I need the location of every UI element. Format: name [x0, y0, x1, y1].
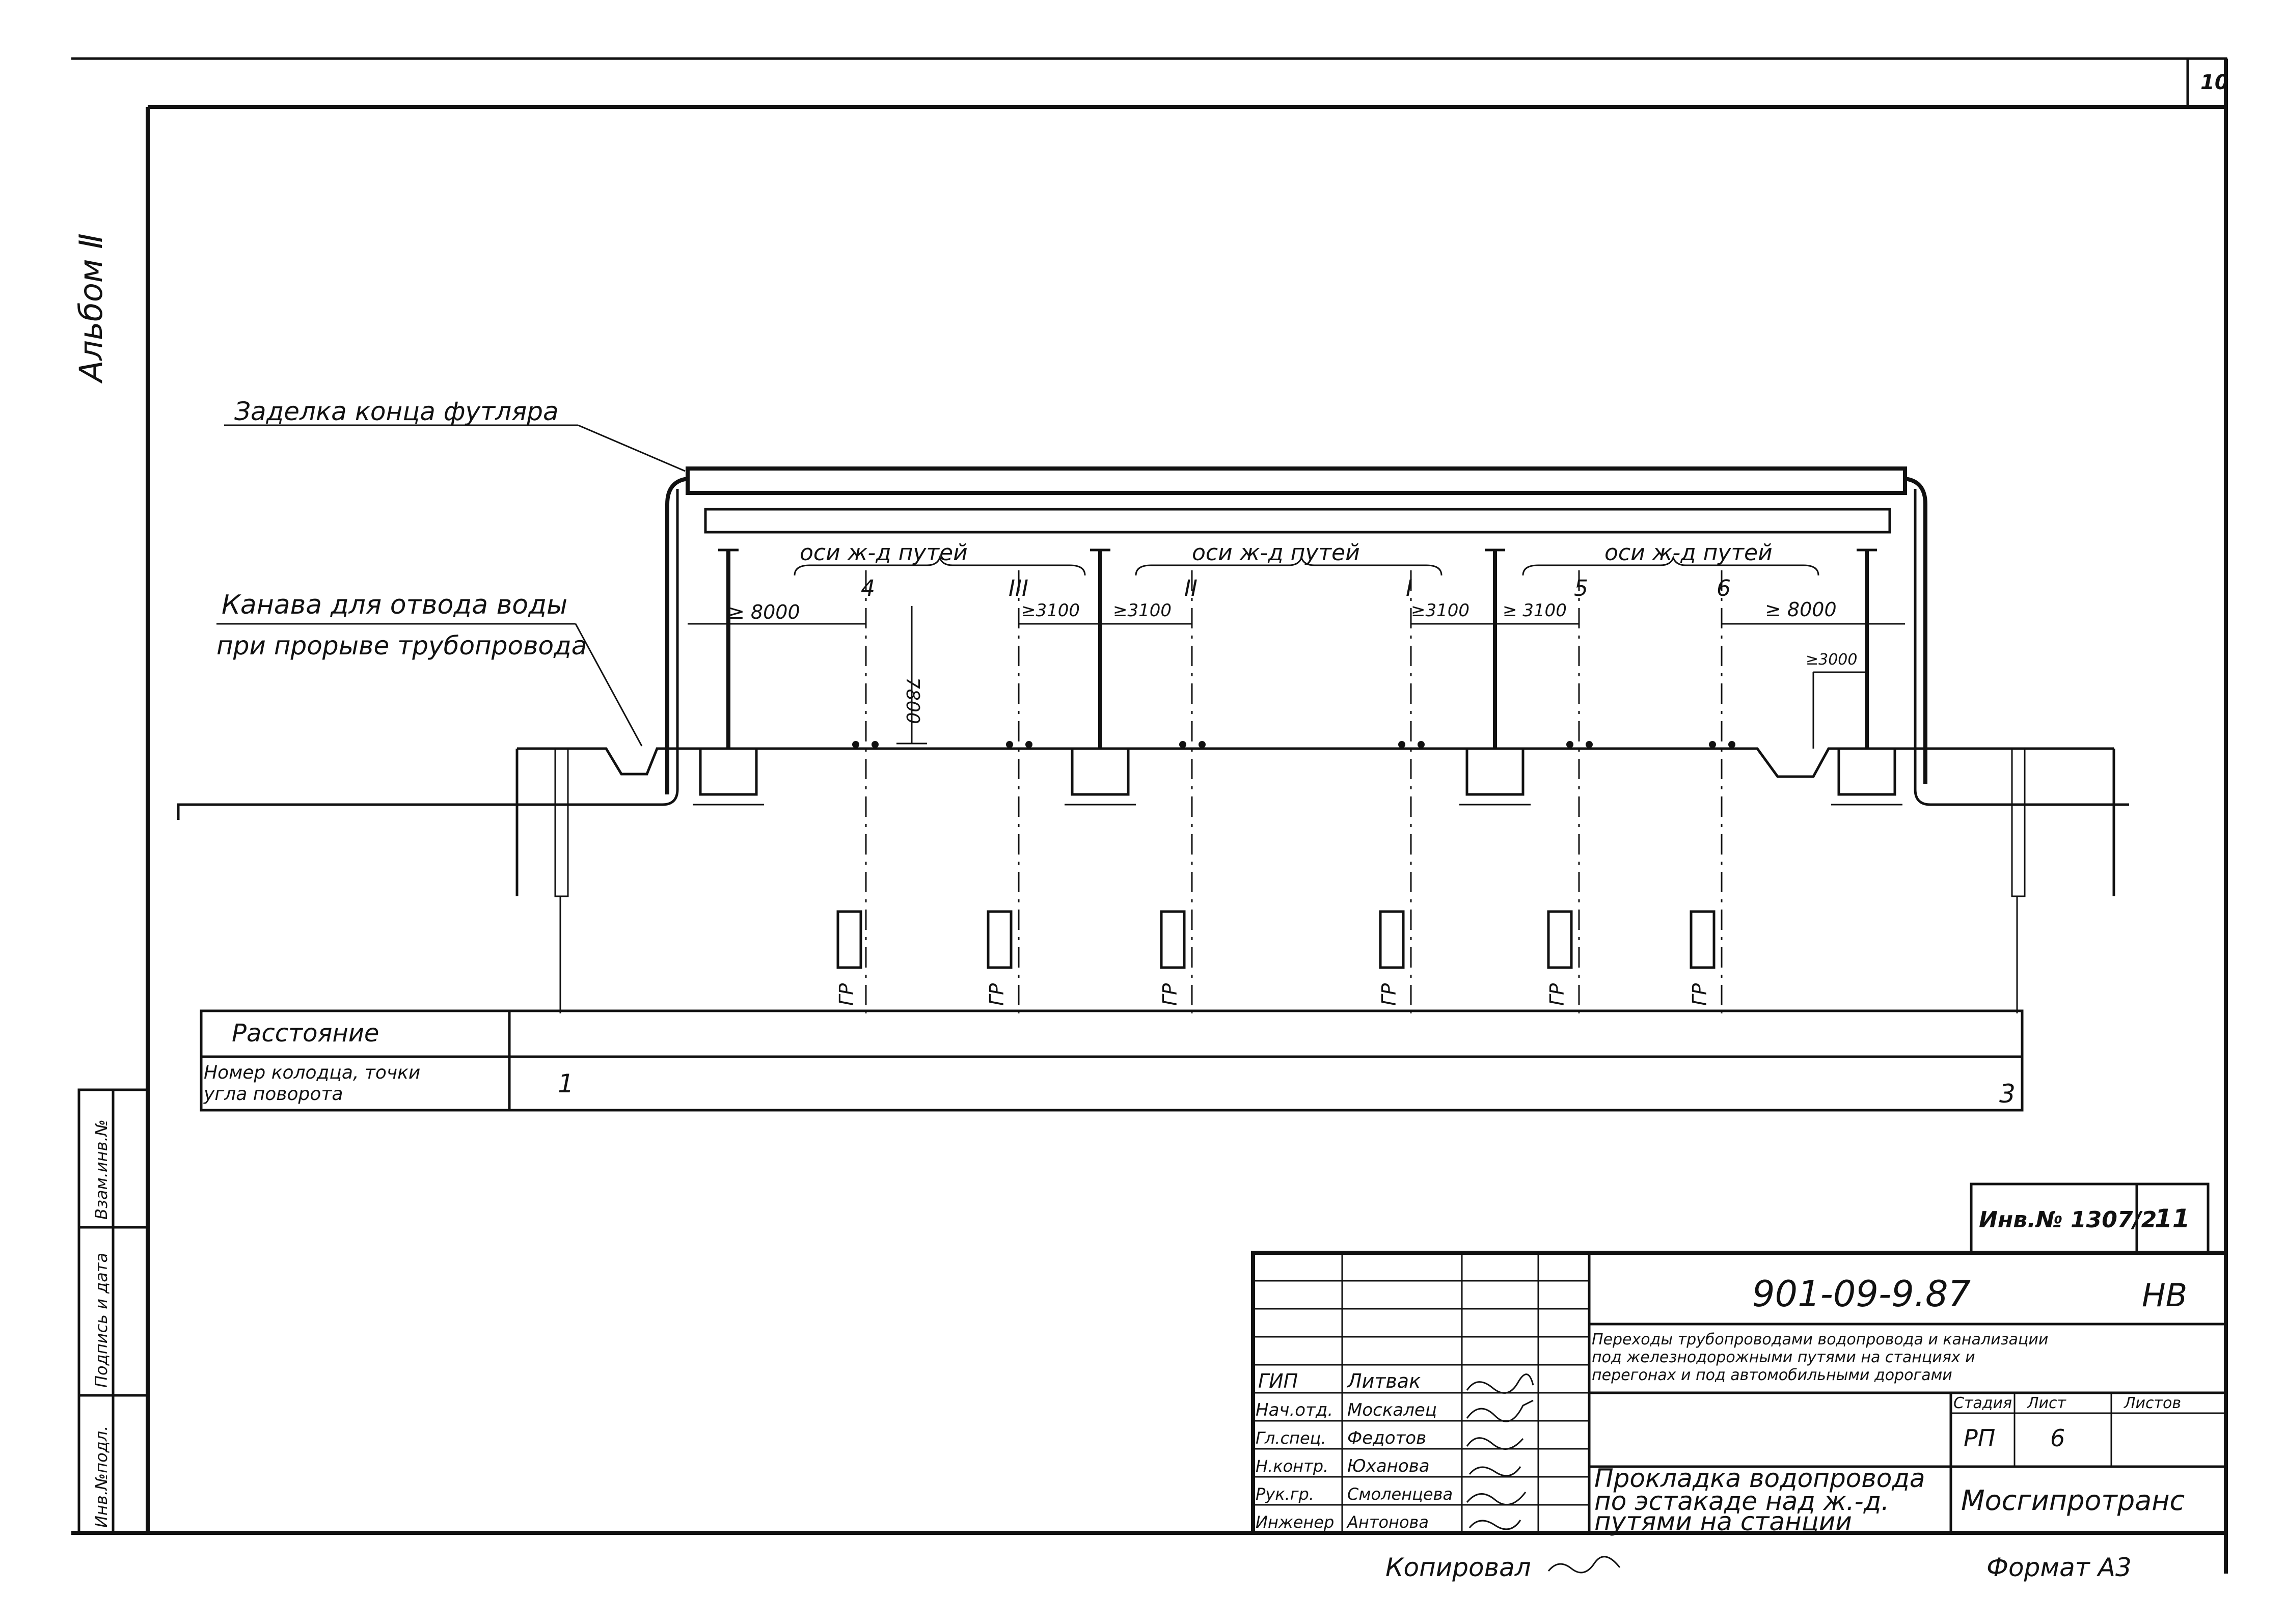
gr-label-4: ГР: [1378, 983, 1400, 1006]
drawing-title-line2: по эстакаде над ж.-д.: [1594, 1487, 1889, 1516]
dimension-d4: ≥3100: [1411, 600, 1469, 621]
doc-code: 901-09-9.87: [1752, 1273, 1971, 1315]
axis-group-label-2: оси ж-д путей: [1192, 540, 1360, 566]
callout-ditch-line2: при прорыве трубопровода: [216, 631, 587, 660]
gr-label-3: ГР: [1159, 983, 1181, 1006]
organization: Мосгипротранс: [1961, 1484, 2185, 1517]
column-2: [1065, 548, 1136, 806]
inventory-sheet: 11: [2155, 1204, 2190, 1233]
album-label: Альбом Ⅱ: [72, 233, 110, 384]
footer-format: Формат А3: [1986, 1553, 2132, 1582]
sheet-number: 10: [2200, 71, 2229, 94]
gr-label-1: ГР: [835, 983, 858, 1006]
column-4: [1831, 548, 1902, 806]
dimension-d6: ≥ 8000: [1765, 598, 1837, 621]
column-3: [1459, 548, 1531, 806]
copier-signature: [1547, 1556, 1621, 1574]
col-sheet: Лист: [2027, 1394, 2067, 1412]
axis-group-label-1: оси ж-д путей: [800, 540, 968, 566]
track-number-II: II: [1184, 575, 1198, 601]
track-number-4: 4: [861, 575, 875, 601]
signatures: [1466, 1373, 1534, 1530]
role-3: Н.контр.: [1256, 1456, 1328, 1476]
subject-line2: под железнодорожными путями на станциях …: [1592, 1348, 1975, 1366]
track-number-I: I: [1406, 575, 1412, 601]
callout-case-end: Заделка конца футляра: [234, 397, 559, 426]
profile-row-point-line1: Номер колодца, точки: [204, 1062, 420, 1083]
name-4: Смоленцева: [1347, 1484, 1453, 1504]
role-2: Гл.спец.: [1256, 1428, 1326, 1448]
track-number-III: III: [1009, 575, 1028, 601]
role-1: Нач.отд.: [1256, 1400, 1333, 1420]
track-number-6: 6: [1717, 575, 1731, 601]
trestle-structure: [177, 466, 2129, 820]
callout-ditch-line1: Канава для отвода воды: [222, 590, 567, 620]
rails: [852, 741, 1735, 748]
profile-table: [200, 1009, 2024, 1112]
role-5: Инженер: [1256, 1512, 1334, 1532]
role-0: ГИП: [1258, 1370, 1298, 1392]
name-0: Литвак: [1346, 1370, 1421, 1392]
profile-row-point-line2: угла поворота: [203, 1084, 343, 1105]
sheet-value: 6: [2050, 1424, 2065, 1452]
track-number-5: 5: [1574, 575, 1588, 601]
gr-label-2: ГР: [986, 983, 1008, 1006]
dimension-d1: ≥ 8000: [728, 601, 800, 623]
sheet-frame: [71, 57, 2228, 1574]
inventory-label: Инв.№ 1307/2: [1979, 1207, 2157, 1233]
dimension-d7: ≥3000: [1806, 651, 1857, 669]
subject-line1: Переходы трубопроводами водопровода и ка…: [1592, 1331, 2048, 1348]
dimension-height: 7800: [902, 677, 923, 724]
name-3: Юханова: [1347, 1456, 1430, 1476]
gr-label-5: ГР: [1546, 983, 1568, 1006]
col-stage: Стадия: [1953, 1394, 2012, 1412]
dimension-d2: ≥3100: [1021, 600, 1080, 621]
drawing-title-line3: путями на станции: [1594, 1507, 1852, 1536]
ground-profile: [515, 747, 2115, 897]
dimension-lines: [688, 606, 1905, 749]
side-stamp-vzam: Взам.инв.№: [92, 1119, 111, 1220]
name-1: Москалец: [1347, 1400, 1437, 1420]
gr-boxes: [836, 910, 1716, 969]
footer-copied: Копировал: [1385, 1553, 1531, 1582]
dimension-d3: ≥3100: [1113, 600, 1172, 621]
dimension-d5: ≥ 3100: [1503, 600, 1567, 621]
column-1: [693, 548, 764, 806]
track-axes: [559, 570, 2018, 1013]
name-2: Федотов: [1347, 1428, 1426, 1448]
drawing-title-line1: Прокладка водопровода: [1594, 1464, 1925, 1493]
gr-label-6: ГР: [1689, 983, 1711, 1006]
side-stamp-podpis: Подпись и дата: [92, 1253, 111, 1388]
profile-row-distance: Расстояние: [232, 1019, 379, 1048]
name-5: Антонова: [1346, 1512, 1429, 1532]
col-sheets: Листов: [2124, 1394, 2181, 1412]
side-stamp-inv: Инв.№подл.: [92, 1426, 111, 1528]
stage-value: РП: [1964, 1424, 1995, 1452]
side-stamp: [77, 1088, 149, 1534]
callout-leaders: [216, 424, 686, 747]
subject-line3: перегонах и под автомобильными дорогами: [1592, 1366, 1952, 1384]
axis-group-label-3: оси ж-д путей: [1604, 540, 1773, 566]
profile-end-point: 3: [1999, 1079, 2016, 1109]
title-block: [1251, 1251, 2228, 1535]
axis-braces: [794, 555, 1819, 576]
role-4: Рук.гр.: [1256, 1484, 1314, 1504]
doc-stage-code: НВ: [2142, 1277, 2187, 1314]
profile-start-point: 1: [558, 1069, 574, 1098]
